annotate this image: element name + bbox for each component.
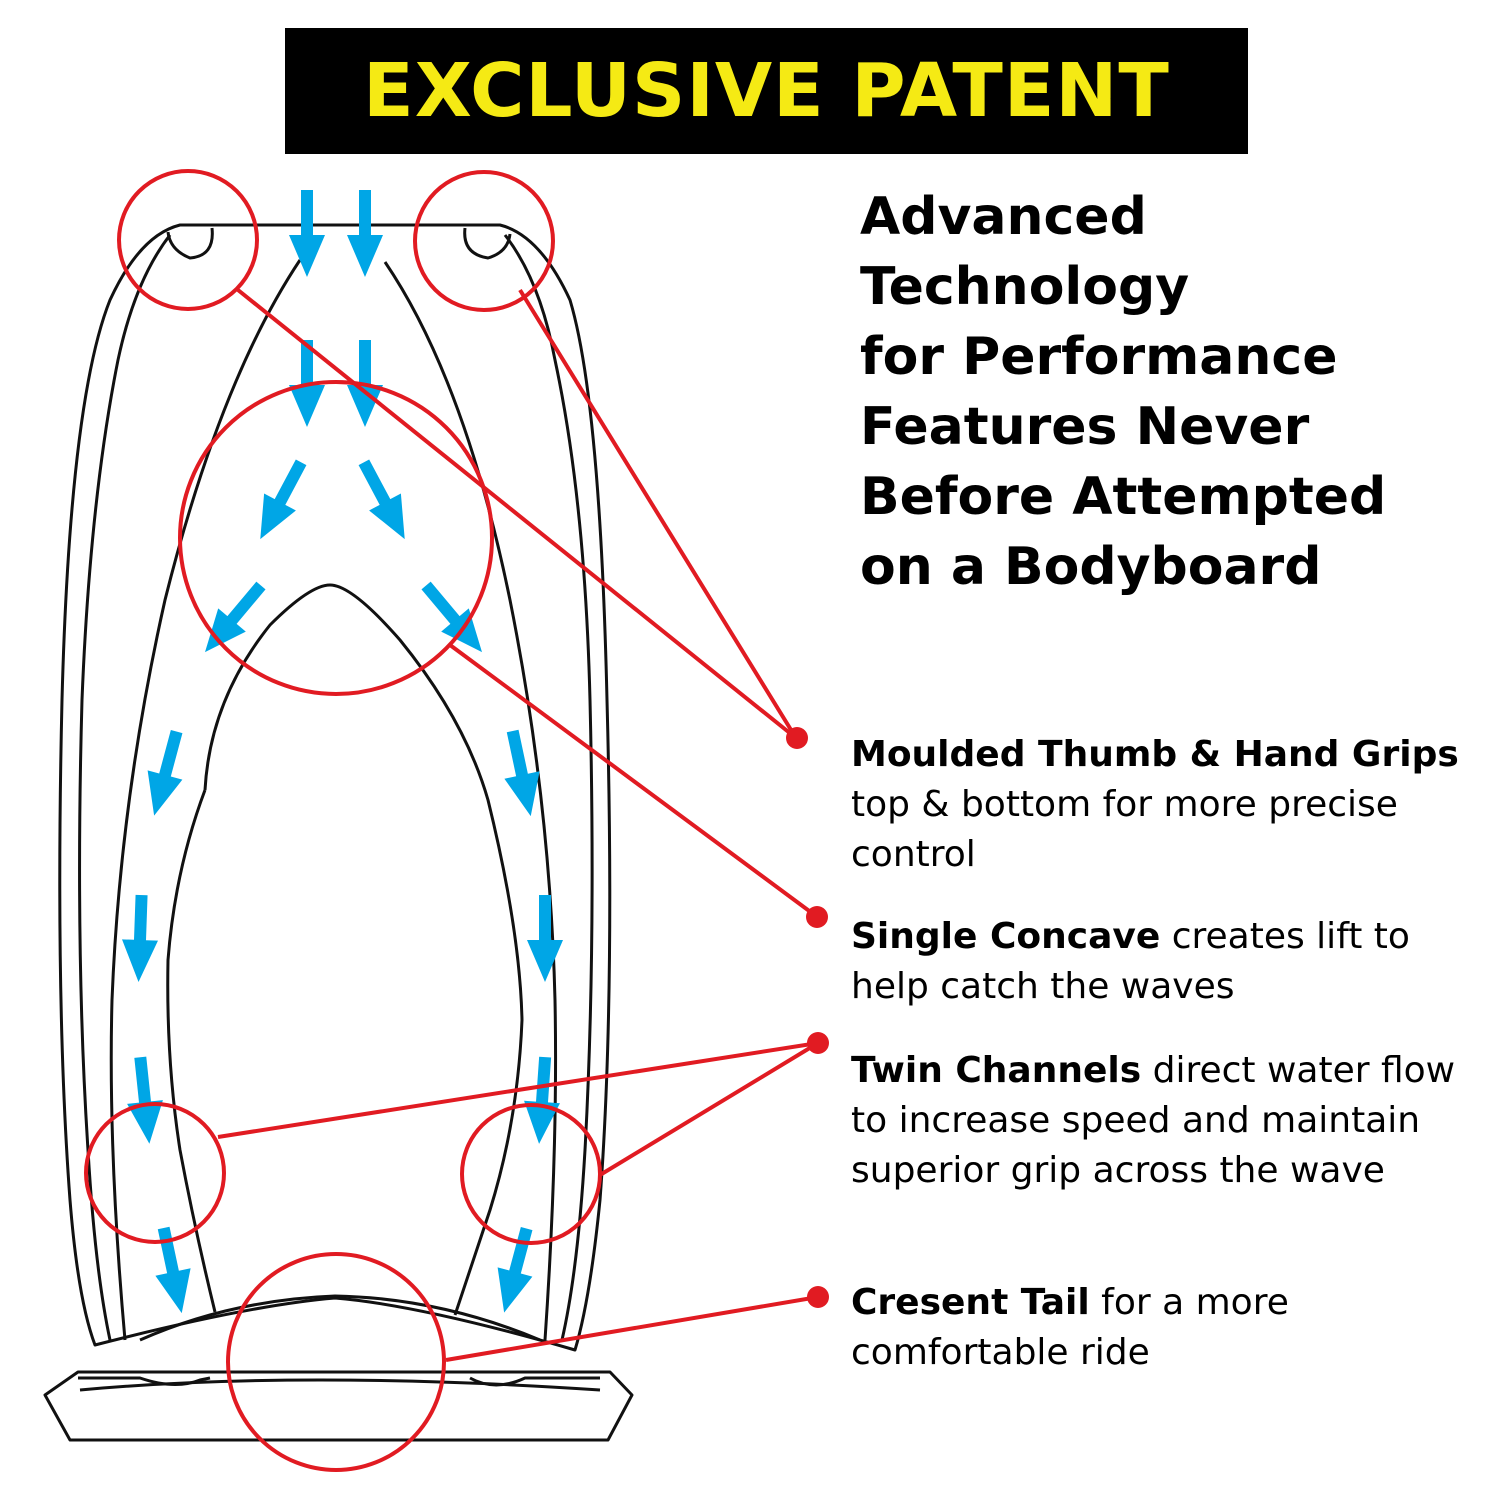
flow-arrow-icon	[497, 1226, 533, 1313]
channel-left-circle	[84, 1102, 226, 1244]
flow-arrow-icon	[524, 1056, 560, 1144]
flow-arrow-icon	[347, 190, 383, 277]
dot-concave	[806, 906, 828, 928]
tail-circle	[226, 1252, 446, 1472]
callout-line-channels-right	[598, 1041, 820, 1177]
flow-arrow-icon	[155, 1226, 191, 1314]
headline-line: Before Attempted	[860, 467, 1387, 527]
feature-tail-desc: for a more comfortable ride	[851, 1282, 1289, 1373]
feature-concave-title: Single Concave	[851, 916, 1161, 957]
callout-line-grips-left	[236, 288, 798, 740]
feature-channels-desc: direct water flow to increase speed and …	[851, 1050, 1456, 1191]
grip-left-circle	[117, 169, 259, 311]
feature-channels-title: Twin Channels	[851, 1050, 1142, 1091]
concave-circle	[178, 380, 494, 696]
feature-grips: Moulded Thumb & Hand Grips top & bottom …	[851, 730, 1491, 880]
flow-arrow-icon	[358, 459, 405, 540]
flow-arrow-icon	[504, 729, 540, 817]
flow-arrow-icon	[289, 190, 325, 277]
channel-right-circle	[460, 1103, 602, 1245]
flow-arrow-icon	[527, 895, 563, 982]
bodyboard-outline	[43, 223, 634, 1442]
flow-arrow-icon	[122, 894, 158, 982]
headline: Advanced Technology for Performance Feat…	[860, 182, 1490, 602]
water-flow-arrows	[122, 190, 563, 1314]
flow-arrow-icon	[260, 459, 307, 540]
banner-title: EXCLUSIVE PATENT	[363, 48, 1170, 134]
callout-circles	[84, 169, 602, 1472]
callout-lines	[217, 288, 820, 1362]
feature-grips-title: Moulded Thumb & Hand Grips	[851, 734, 1459, 775]
callout-dots	[786, 727, 829, 1308]
callout-line-concave	[448, 643, 818, 918]
headline-line: Advanced	[860, 187, 1147, 247]
headline-line: for Performance	[860, 327, 1338, 387]
callout-line-grips-right	[518, 288, 798, 740]
feature-channels: Twin Channels direct water flow to incre…	[851, 1046, 1491, 1196]
flow-arrow-icon	[127, 1056, 163, 1144]
feature-tail: Cresent Tail for a more comfortable ride	[851, 1278, 1491, 1378]
callout-line-tail	[445, 1295, 819, 1362]
dot-grips	[786, 727, 808, 749]
headline-line: on a Bodyboard	[860, 537, 1322, 597]
exclusive-patent-banner: EXCLUSIVE PATENT	[285, 28, 1248, 154]
feature-concave: Single Concave creates lift to help catc…	[851, 912, 1491, 1012]
flow-arrow-icon	[147, 729, 183, 816]
feature-concave-desc: creates lift to help catch the waves	[851, 916, 1410, 1007]
grip-right-circle	[413, 170, 555, 312]
callout-line-channels-left	[217, 1041, 819, 1139]
headline-line: Technology	[860, 257, 1190, 317]
feature-tail-title: Cresent Tail	[851, 1282, 1090, 1323]
feature-grips-desc: top & bottom for more precise control	[851, 784, 1398, 875]
dot-tail	[807, 1286, 829, 1308]
flow-arrow-icon	[205, 581, 266, 653]
flow-arrow-icon	[421, 581, 482, 653]
dot-channels	[807, 1032, 829, 1054]
headline-line: Features Never	[860, 397, 1310, 457]
